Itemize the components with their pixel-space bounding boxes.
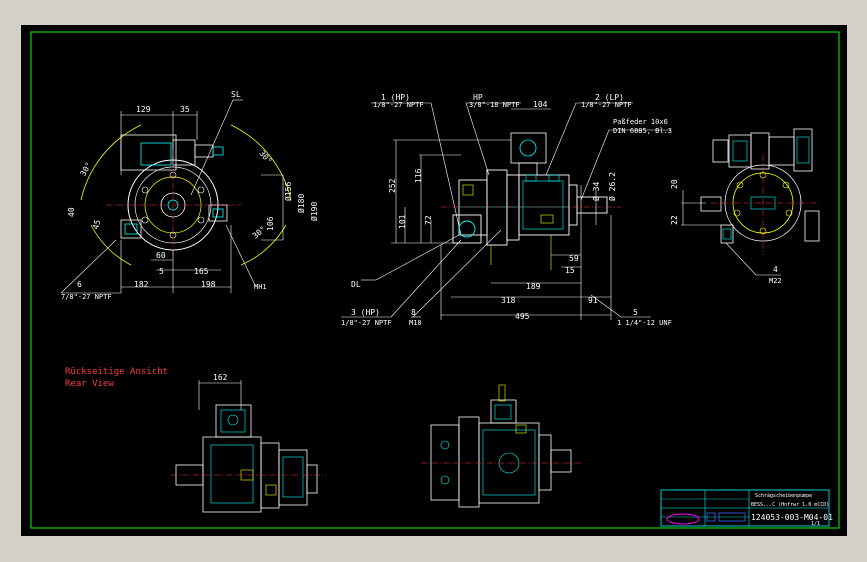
dim-129: 129: [136, 105, 151, 114]
rear-dim-22: 22: [670, 215, 679, 225]
bottom-center-view: [421, 384, 581, 508]
title-en: BESS...C (Hnfrwr 1.0 mCCD): [751, 502, 829, 508]
dim-165: 165: [194, 267, 209, 276]
dim-198: 198: [201, 280, 216, 289]
dim-189: 189: [526, 282, 541, 291]
port-8-label: 8: [411, 308, 416, 317]
dim-182: 182: [134, 280, 149, 289]
dim-156: Ø156: [283, 182, 293, 201]
key-spec: Paßfeder 10x6: [613, 118, 668, 126]
rear-dim-20: 20: [670, 179, 679, 189]
front-view: 129 35 SL 30° 30° 30° 40 45 Ø156 Ø180 Ø1…: [60, 90, 319, 301]
angle-left: 30°: [79, 161, 94, 178]
port-dl: DL: [351, 280, 361, 289]
dim-59: 59: [569, 254, 579, 263]
dim-101: 101: [398, 214, 407, 229]
port-4-label: 4: [773, 265, 778, 274]
company-logo: [666, 513, 700, 525]
dim-190: Ø190: [309, 202, 319, 221]
dim-91: 91: [588, 296, 598, 305]
port-6-thread: 7/8"-27 NPTF: [61, 293, 112, 301]
port-5-thread: 1 1/4"-12 UNF: [617, 319, 672, 327]
port-hp-thread: 3/8"-18 NPTF: [469, 101, 520, 109]
dim-72: 72: [424, 215, 433, 225]
port-6: 6: [77, 280, 82, 289]
title-block: Schrägscheibenpumpe BESS...C (Hnfrwr 1.0…: [660, 489, 833, 527]
port-3-thread: 1/8"-27 NPTF: [341, 319, 392, 327]
port-4-thread: M22: [769, 277, 782, 285]
port-1-label: 1 (HP): [381, 93, 410, 102]
key-norm: DIN 6885, Bl.3: [613, 127, 672, 135]
sheet-number: 1/1: [811, 521, 820, 527]
side-view: 1 (HP) 1/8"-27 NPTF HP 3/8"-18 NPTF 104 …: [341, 93, 672, 327]
dim-104: 104: [533, 100, 548, 109]
drawing-number: 124053-003-M04-01: [751, 513, 833, 522]
note-rear-view-en: Rear View: [65, 379, 114, 389]
port-3-label: 3 (HP): [351, 308, 380, 317]
dim-40: 40: [67, 207, 76, 217]
technical-drawing: 129 35 SL 30° 30° 30° 40 45 Ø156 Ø180 Ø1…: [30, 31, 840, 529]
rear-view: 20 22 4 M22: [670, 128, 821, 285]
dim-15: 15: [565, 266, 575, 275]
dim-5: 5: [159, 267, 164, 276]
dim-45: 45: [91, 219, 102, 231]
title-de: Schrägscheibenpumpe: [755, 493, 812, 499]
port-1-thread: 1/8"-27 NPTF: [373, 101, 424, 109]
drawing-border: [30, 31, 840, 529]
port-hp-label: HP: [473, 93, 483, 102]
port-2-thread: 1/8"-27 NPTF: [581, 101, 632, 109]
port-5-label: 5: [633, 308, 638, 317]
dim-162: 162: [213, 373, 228, 382]
bottom-left-view: 162: [171, 373, 326, 513]
dim-shaft-26: Ø 26.2: [607, 172, 617, 201]
port-2-label: 2 (LP): [595, 93, 624, 102]
dim-shaft-34: Ø 34: [591, 182, 601, 201]
dim-318: 318: [501, 296, 516, 305]
dim-35: 35: [180, 105, 190, 114]
note-rear-view-de: Rückseitige Ansicht: [65, 367, 168, 377]
dim-252: 252: [388, 178, 397, 193]
cad-viewport[interactable]: 129 35 SL 30° 30° 30° 40 45 Ø156 Ø180 Ø1…: [21, 25, 847, 536]
dim-495: 495: [515, 312, 530, 321]
label-sl: SL: [231, 90, 241, 99]
dim-180: Ø180: [296, 194, 306, 213]
port-8-thread: M10: [409, 319, 422, 327]
label-mh1: MH1: [254, 283, 267, 291]
dim-116: 116: [414, 168, 423, 183]
dim-60: 60: [156, 251, 166, 260]
dim-106: 106: [266, 216, 275, 231]
angle-right: 30°: [257, 149, 273, 166]
